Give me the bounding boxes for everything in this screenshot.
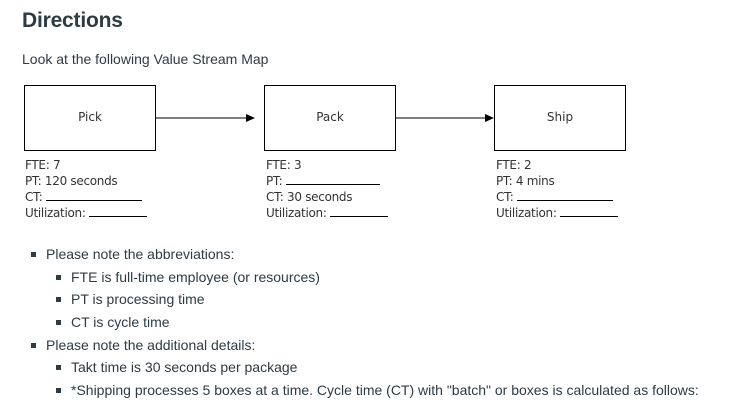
utilization-pick-blank[interactable] [89,205,148,217]
bullet-icon [56,320,61,326]
note-item-takt-time: Takt time is 30 seconds per package [0,356,747,379]
note-item-additional-details: Please note the additional details: [0,334,747,357]
utilization-ship-blank[interactable] [560,205,619,217]
pt-ship: PT: 4 mins [496,174,555,188]
process-box-pack: Pack [264,85,396,151]
ct-ship-blank[interactable] [517,189,614,201]
pt-pick: PT: 120 seconds [25,174,118,188]
pt-pack: PT: [266,174,283,188]
note-item-fte: FTE is full-time employee (or resources) [0,266,747,289]
arrow-pick-to-pack [156,114,255,122]
process-box-ship: Ship [494,85,626,151]
intro-text: Look at the following Value Stream Map [22,51,269,67]
note-text: Please note the additional details: [46,336,256,353]
note-item-shipping-batch: *Shipping processes 5 boxes at a time. C… [0,379,747,402]
ct-pick: CT: [25,190,43,204]
note-text: PT is processing time [71,291,205,308]
utilization-ship: Utilization: [496,206,557,220]
ct-ship-row: CT: [496,189,618,205]
bullet-icon [56,297,61,303]
note-text: CT is cycle time [71,314,170,331]
utilization-pack: Utilization: [266,206,327,220]
ct-pack: CT: 30 seconds [266,190,353,204]
note-text: *Shipping processes 5 boxes at a time. C… [71,382,699,399]
note-item-ct: CT is cycle time [0,311,747,334]
utilization-pack-blank[interactable] [330,205,389,217]
fte-pick: FTE: 7 [25,158,61,172]
utilization-pick-row: Utilization: [25,205,148,221]
fte-ship: FTE: 2 [496,158,532,172]
arrow-pack-to-ship [396,114,494,122]
flow-arrows [156,114,494,122]
bullet-icon [31,342,36,348]
bullet-icon [56,365,61,371]
metrics-ship: FTE: 2 PT: 4 mins CT: Utilization: [496,157,619,221]
page-title: Directions [22,9,123,32]
process-label-pack: Pack [316,110,344,124]
value-stream-map: Pick FTE: 7 PT: 120 seconds CT: Utilizat… [24,85,626,221]
note-text: Takt time is 30 seconds per package [71,359,298,376]
utilization-ship-row: Utilization: [496,205,619,221]
metrics-pick: FTE: 7 PT: 120 seconds CT: Utilization: [25,157,148,221]
metrics-pack: FTE: 3 PT: CT: 30 seconds Utilization: [266,157,389,221]
bullet-icon [56,274,61,280]
note-text: FTE is full-time employee (or resources) [71,268,320,285]
utilization-pick: Utilization: [25,206,86,220]
utilization-pack-row: Utilization: [266,205,389,221]
ct-pick-blank[interactable] [46,189,143,201]
ct-ship: CT: [496,190,514,204]
process-label-pick: Pick [78,110,102,124]
bullet-icon [56,388,61,394]
note-item-abbreviations: Please note the abbreviations: [0,243,747,266]
pt-pack-row: PT: [266,173,388,189]
ct-pick-row: CT: [25,189,147,205]
note-text: Please note the abbreviations: [46,246,235,262]
fte-pack: FTE: 3 [266,158,302,172]
notes-list: Please note the abbreviations: FTE is fu… [0,243,747,402]
pt-pack-blank[interactable] [285,173,380,185]
bullet-icon [31,252,36,257]
note-item-pt: PT is processing time [0,288,747,311]
process-box-pick: Pick [24,85,156,151]
process-label-ship: Ship [546,110,574,124]
